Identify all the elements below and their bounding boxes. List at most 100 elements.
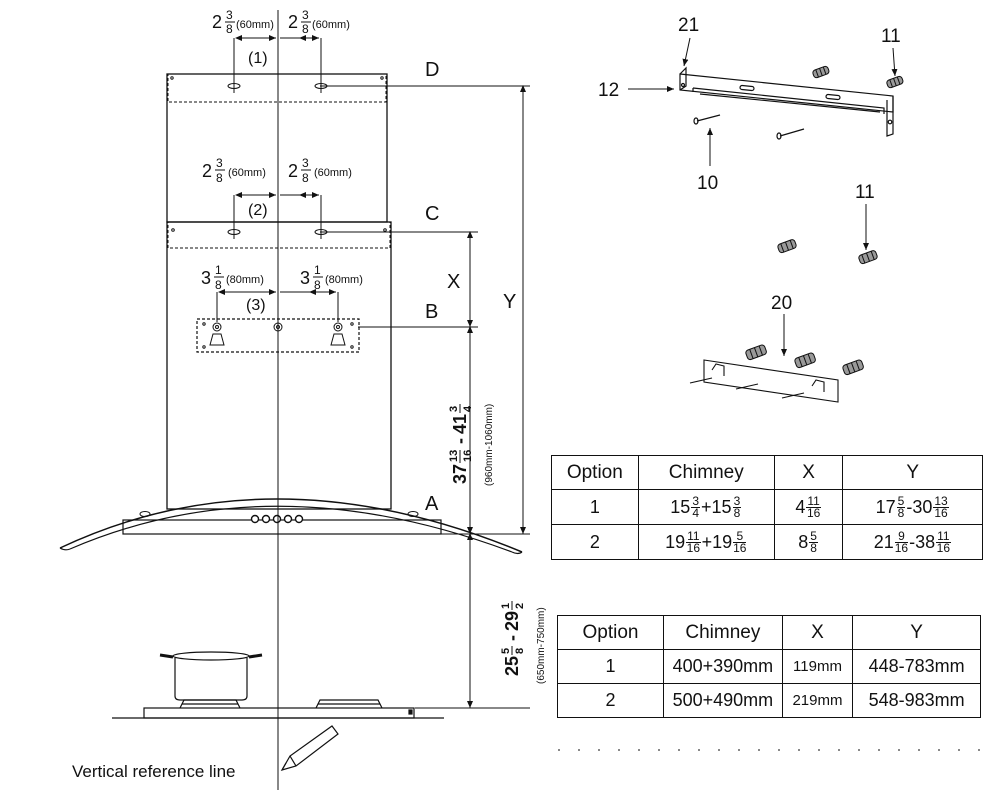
svg-text:2: 2 [212,12,222,32]
svg-text:4: 4 [462,405,474,412]
y-cell: 448-783mm [852,649,981,684]
spacing-arrows [216,35,339,322]
spacing-label-low-right: 3 1 8 (80mm) [300,263,363,292]
spacing-label-low-left: 3 1 8 (80mm) [201,263,264,292]
svg-text:(60mm): (60mm) [236,19,274,31]
lower-chimney [166,221,392,510]
label-d: D [425,59,439,81]
header-x: X [773,455,844,490]
svg-text:2: 2 [514,603,526,609]
svg-text:29: 29 [502,611,522,631]
position-label-1: (1) [248,50,268,67]
svg-text:25: 25 [502,656,522,676]
part-11-label-2: 11 [855,182,875,203]
upper-chimney [166,73,388,223]
svg-text:8: 8 [226,22,233,36]
y-cell: 548-983mm [852,683,981,718]
spacing-label-mid-right: 2 3 8 (60mm) [288,156,352,185]
part-11-label: 11 [881,26,901,47]
dimension-table-metric: Option Chimney X Y 1 400+390mm 119mm 448… [556,615,981,718]
header-option: Option [551,455,639,490]
wall-plugs-20 [745,344,864,376]
option-cell: 1 [556,649,665,684]
position-label-2: (2) [248,202,268,219]
svg-text:2: 2 [202,161,212,181]
header-x: X [781,615,854,650]
svg-text:(60mm): (60mm) [228,167,266,179]
svg-text:2: 2 [288,161,298,181]
chimney-cell: 400+390mm [663,649,783,684]
svg-text:3: 3 [448,406,460,412]
svg-text:8: 8 [302,22,309,36]
label-x: X [447,271,460,293]
spacing-label-mid-left: 2 3 8 (60mm) [202,156,266,185]
header-y: Y [842,455,983,490]
part-12-label: 12 [598,80,619,101]
svg-text:-: - [502,635,522,641]
level-leader-lines [320,85,530,709]
reference-line-label: Vertical reference line [72,762,235,781]
wall-plugs-11 [777,65,904,265]
bracket-area-c [167,221,391,249]
label-y: Y [503,291,516,313]
svg-text:3: 3 [216,156,223,170]
svg-text:(60mm): (60mm) [312,19,350,31]
position-label-3: (3) [246,297,266,314]
part-21-label: 21 [678,15,699,36]
screws-10 [693,114,805,140]
upper-height-label: 37 13 16 - 41 3 4 [448,404,474,484]
lower-height-mm: (650mm-750mm) [536,607,547,684]
option-cell: 2 [551,524,639,560]
svg-text:8: 8 [302,171,309,185]
header-y: Y [852,615,981,650]
label-a: A [425,493,439,515]
part-callout-lines [628,37,898,356]
svg-text:(80mm): (80mm) [226,274,264,286]
x-cell: 119mm [781,649,854,684]
hood-body [122,519,442,535]
svg-text:(80mm): (80mm) [325,274,363,286]
table-header-row: Option Chimney X Y [551,455,983,490]
option-cell: 1 [551,489,639,525]
pencil-icon [280,725,339,771]
header-chimney: Chimney [663,615,783,650]
svg-text:5: 5 [500,648,512,654]
svg-text:16: 16 [462,450,474,462]
label-c: C [425,203,439,225]
pot-icon [159,651,263,701]
svg-text:-: - [450,438,470,444]
header-chimney: Chimney [637,455,775,490]
part-10-label: 10 [697,173,718,194]
table-header-row: Option Chimney X Y [556,615,981,650]
svg-text:8: 8 [314,278,321,292]
lower-height-label: 25 5 8 - 29 1 2 [500,601,526,676]
svg-text:1: 1 [314,263,321,277]
svg-text:8: 8 [514,648,526,654]
svg-text:2: 2 [288,12,298,32]
svg-text:1: 1 [215,263,222,277]
table-row: 2 500+490mm 219mm 548-983mm [556,683,981,718]
chimney-cell: 500+490mm [663,683,783,718]
glass-canopy [59,498,523,553]
table-row: 1 400+390mm 119mm 448-783mm [556,649,981,684]
upper-height-mm: (960mm-1060mm) [484,404,495,486]
spacing-label-top-right: 2 3 8 (60mm) [288,8,350,36]
svg-text:(60mm): (60mm) [314,167,352,179]
svg-text:3: 3 [201,268,211,288]
svg-text:8: 8 [215,278,222,292]
bracket-area-d [167,73,387,103]
bracket-20 [689,359,839,403]
svg-text:13: 13 [448,450,460,462]
svg-text:3: 3 [226,8,233,22]
svg-text:8: 8 [216,171,223,185]
cooktop [112,699,444,719]
